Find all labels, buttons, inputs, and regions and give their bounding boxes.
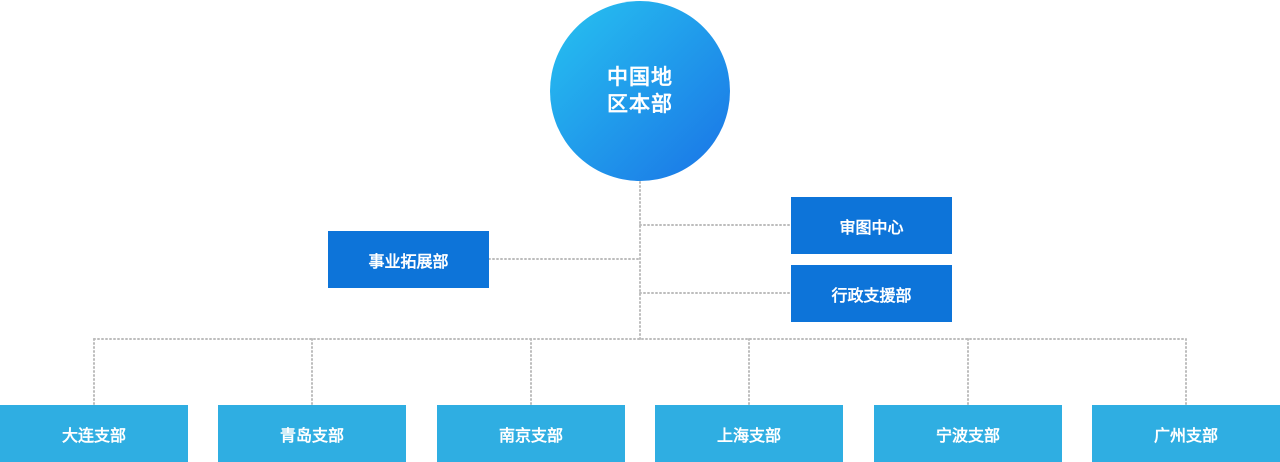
headquarters-node: 中国地区本部 (550, 1, 730, 181)
branch-label: 南京支部 (498, 425, 563, 445)
department-business-development: 事业拓展部 (328, 231, 489, 288)
branch-label: 青岛支部 (279, 425, 344, 445)
department-label: 行政支援部 (831, 285, 912, 305)
branch-qingdao: 青岛支部 (218, 405, 406, 462)
headquarters-label: 中国地区本部 (607, 65, 673, 116)
department-label: 事业拓展部 (368, 251, 449, 271)
branch-guangzhou: 广州支部 (1092, 405, 1280, 462)
branch-shanghai: 上海支部 (655, 405, 843, 462)
branch-ningbo: 宁波支部 (874, 405, 1062, 462)
branch-dalian: 大连支部 (0, 405, 188, 462)
branch-label: 宁波支部 (935, 425, 1000, 445)
branch-label: 上海支部 (716, 425, 781, 445)
department-review-center: 审图中心 (791, 197, 952, 254)
department-admin-support: 行政支援部 (791, 265, 952, 322)
branch-label: 广州支部 (1153, 425, 1218, 445)
branch-label: 大连支部 (61, 425, 126, 445)
branch-nanjing: 南京支部 (437, 405, 625, 462)
department-label: 审图中心 (839, 217, 904, 237)
